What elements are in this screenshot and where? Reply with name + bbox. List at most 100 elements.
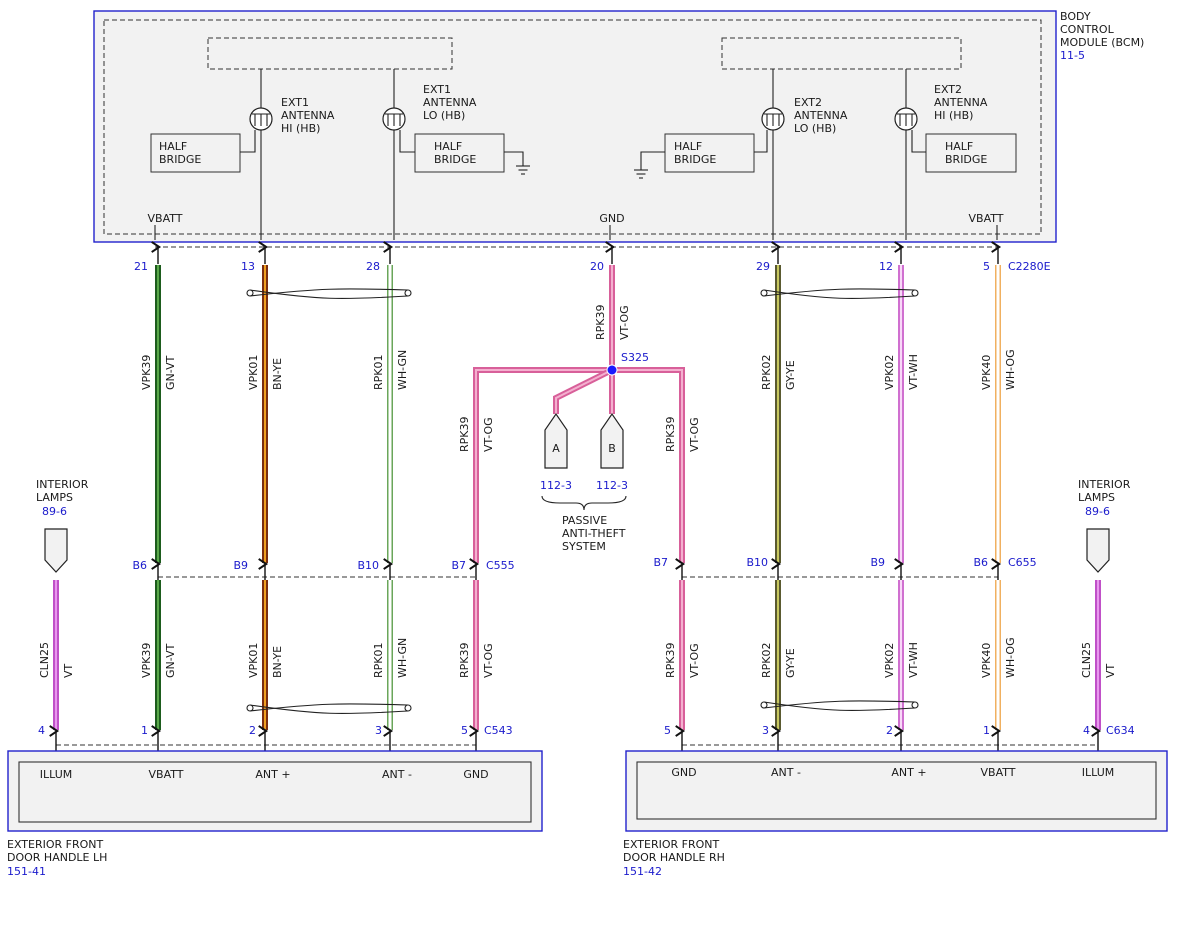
anti-theft-label-line-2: ANTI-THEFT — [562, 527, 626, 540]
ext1-hi-label-1: EXT1 — [281, 96, 309, 109]
rh-pin-ant-plus: ANT + — [891, 766, 926, 779]
bcm-pin-5: 5 — [983, 260, 990, 273]
c634-pin-5: 5 — [664, 724, 671, 737]
half-bridge-3-line-2: BRIDGE — [674, 153, 716, 166]
c634-pin-4: 4 — [1083, 724, 1090, 737]
c543-pin-4: 4 — [38, 724, 45, 737]
ext2-lo-label-3: LO (HB) — [794, 122, 836, 135]
rh-pin-vbatt: VBATT — [981, 766, 1016, 779]
c634-pin-2: 2 — [886, 724, 893, 737]
interior-lamps-right-line-2: LAMPS — [1078, 491, 1115, 504]
connector-c555: C555 — [486, 559, 515, 572]
lh-pin-ant-plus: ANT + — [255, 768, 290, 781]
wire-circuit-rpk02: RPK02 — [760, 355, 773, 391]
half-bridge-3-line-1: HALF — [674, 140, 702, 153]
door-handle-lh: ILLUM VBATT ANT + ANT - GND — [7, 750, 543, 832]
wire-circuit-rpk39-bottom-left: RPK39 — [458, 643, 471, 679]
c543-pin-5: 5 — [461, 724, 468, 737]
anti-theft-ref-b[interactable]: 112-3 — [596, 479, 628, 492]
c634-pin-1: 1 — [983, 724, 990, 737]
ext2-lo-label-1: EXT2 — [794, 96, 822, 109]
twisted-pair-icon — [246, 700, 919, 715]
bcm-module: BODY CONTROL MODULE (BCM) 11-5 HALF BRID… — [93, 10, 1144, 243]
anti-theft-connector-b: B — [600, 412, 624, 469]
bcm-pin-29: 29 — [756, 260, 770, 273]
c555-pin-b10: B10 — [357, 559, 379, 572]
wire-color-vt-og-bottom-right: VT-OG — [688, 643, 701, 678]
wire-circuit-cln25-right: CLN25 — [1080, 642, 1093, 678]
half-bridge-2-line-1: HALF — [434, 140, 462, 153]
wire-color-bn-ye: BN-YE — [271, 358, 284, 390]
interior-lamps-left-ref[interactable]: 89-6 — [42, 505, 67, 518]
twisted-pair-icon — [246, 288, 919, 300]
ext1-lo-label-3: LO (HB) — [423, 109, 465, 122]
wire-color-wh-og-bottom: WH-OG — [1004, 637, 1017, 678]
c555-pin-b6: B6 — [132, 559, 147, 572]
bcm-ref: 11-5 — [1060, 49, 1085, 62]
interior-lamps-left-line-2: LAMPS — [36, 491, 73, 504]
bcm-title-line-2: CONTROL — [1060, 23, 1115, 36]
door-handle-lh-outline — [7, 750, 543, 832]
half-bridge-4-line-2: BRIDGE — [945, 153, 987, 166]
wire-color-vt-left: VT — [62, 663, 75, 678]
lh-pin-ant-minus: ANT - — [382, 768, 412, 781]
door-handle-rh-ref[interactable]: 151-42 — [623, 865, 662, 878]
lh-pin-illum: ILLUM — [40, 768, 73, 781]
connector-c543: C543 — [484, 724, 513, 737]
c543-pin-2: 2 — [249, 724, 256, 737]
half-bridge-box-4 — [925, 133, 1017, 173]
interior-lamps-right-ref[interactable]: 89-6 — [1085, 505, 1110, 518]
bcm-pin-arrows — [151, 241, 1002, 264]
bcm-pin-12: 12 — [879, 260, 893, 273]
c655-pin-b10: B10 — [746, 556, 768, 569]
wire-color-vt-right: VT — [1104, 663, 1117, 678]
anti-theft-label-line-1: PASSIVE — [562, 514, 607, 527]
wire-circuit-vpk02-bottom: VPK02 — [883, 643, 896, 678]
bcm-title-line-1: BODY — [1060, 10, 1091, 23]
wire-color-vt-wh-bottom: VT-WH — [907, 642, 920, 678]
bcm-pin-13: 13 — [241, 260, 255, 273]
bcm-internal-wiring — [154, 69, 998, 240]
bcm-vbatt-right-label: VBATT — [969, 212, 1004, 225]
anti-theft-ref-a[interactable]: 112-3 — [540, 479, 572, 492]
door-handle-lh-label-2: DOOR HANDLE LH — [7, 851, 107, 864]
wire-circuit-rpk39-bcm: RPK39 — [594, 305, 607, 341]
connector-c634: C634 — [1106, 724, 1135, 737]
wire-color-vt-og-bcm: VT-OG — [618, 305, 631, 340]
anti-theft-label-line-3: SYSTEM — [562, 540, 606, 553]
door-handle-lh-ref[interactable]: 151-41 — [7, 865, 46, 878]
door-handle-rh: GND ANT - ANT + VBATT ILLUM — [625, 750, 1168, 832]
door-handle-rh-label-1: EXTERIOR FRONT — [623, 838, 720, 851]
c543-pin-1: 1 — [141, 724, 148, 737]
door-handle-lh-label-1: EXTERIOR FRONT — [7, 838, 104, 851]
wire-color-vt-og-right-branch: VT-OG — [688, 417, 701, 452]
wire-color-vt-og-left-branch: VT-OG — [482, 417, 495, 452]
wire-color-gn-vt: GN-VT — [164, 355, 177, 390]
half-bridge-box-1 — [150, 133, 241, 173]
ext2-lo-label-2: ANTENNA — [794, 109, 848, 122]
lh-pin-gnd: GND — [463, 768, 488, 781]
wire-color-gy-ye-bottom: GY-YE — [784, 648, 797, 678]
ext1-lo-label-2: ANTENNA — [423, 96, 477, 109]
rh-pin-ant-minus: ANT - — [771, 766, 801, 779]
bcm-title-line-3: MODULE (BCM) — [1060, 36, 1144, 49]
bcm-inner-dashed — [103, 19, 1042, 235]
ext2-hi-label-3: HI (HB) — [934, 109, 973, 122]
door-handle-rh-label-2: DOOR HANDLE RH — [623, 851, 725, 864]
bcm-gnd-label: GND — [599, 212, 624, 225]
wire-color-gn-vt-bottom: GN-VT — [164, 643, 177, 678]
wire-color-vt-og-bottom-left: VT-OG — [482, 643, 495, 678]
wire-circuit-rpk02-bottom: RPK02 — [760, 643, 773, 679]
ground-icon — [516, 165, 648, 179]
wire-circuit-vpk40-bottom: VPK40 — [980, 643, 993, 678]
wire-color-wh-og: WH-OG — [1004, 349, 1017, 390]
half-bridge-1-line-2: BRIDGE — [159, 153, 201, 166]
bcm-pin-28: 28 — [366, 260, 380, 273]
wire-harness-top — [155, 265, 1001, 563]
ext1-hi-label-2: ANTENNA — [281, 109, 335, 122]
rh-pin-illum: ILLUM — [1082, 766, 1115, 779]
ext2-hi-label-2: ANTENNA — [934, 96, 988, 109]
bcm-pin-21: 21 — [134, 260, 148, 273]
wire-circuit-vpk02: VPK02 — [883, 355, 896, 390]
